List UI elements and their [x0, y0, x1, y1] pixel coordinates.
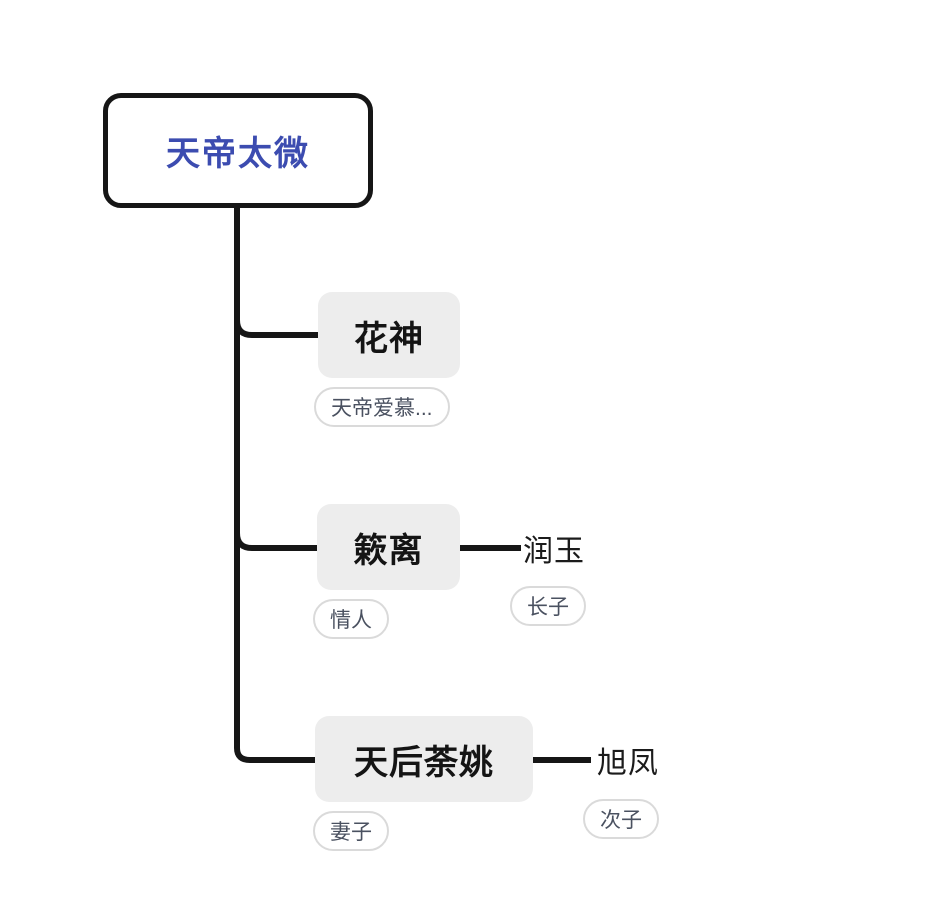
child-node-runyu[interactable]: 润玉 [523, 535, 585, 568]
branch-node-tianhou-tuyao[interactable]: 天后荼姚 [315, 716, 533, 802]
note-pill-huashen[interactable]: 天帝爱慕... [314, 387, 450, 427]
child-node-xufeng[interactable]: 旭凤 [597, 747, 659, 780]
branch-node-suli[interactable]: 簌离 [317, 504, 460, 590]
note-pill-suli[interactable]: 情人 [313, 599, 389, 639]
branch-node-huashen[interactable]: 花神 [318, 292, 460, 378]
note-pill-runyu[interactable]: 长子 [510, 586, 586, 626]
note-pill-xufeng[interactable]: 次子 [583, 799, 659, 839]
trunk-line [234, 206, 318, 763]
note-pill-tianhou[interactable]: 妻子 [313, 811, 389, 851]
branch-line-1 [234, 319, 321, 338]
branch-line-2 [234, 532, 320, 551]
root-node-tiandi-taiwei[interactable]: 天帝太微 [103, 93, 373, 208]
